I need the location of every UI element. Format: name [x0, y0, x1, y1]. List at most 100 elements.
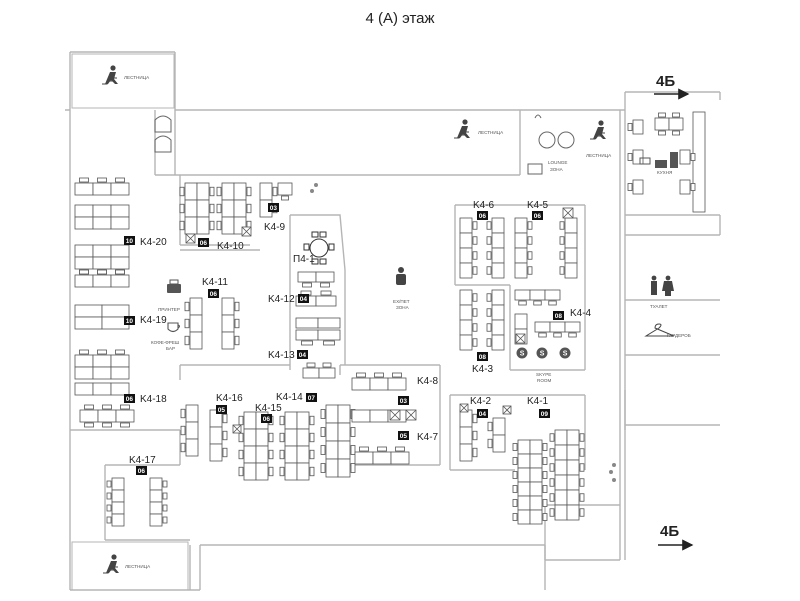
desk [491, 334, 505, 351]
desk [372, 451, 392, 465]
desk [514, 232, 528, 249]
chair [527, 266, 533, 275]
desk [554, 474, 568, 491]
desk [92, 216, 112, 230]
zone-label: K4-5 [527, 200, 549, 211]
badge-bg [297, 350, 308, 359]
desk [92, 256, 112, 270]
chair [359, 446, 369, 452]
desk [554, 444, 568, 461]
desk [337, 458, 351, 478]
desk [74, 244, 94, 258]
chair [377, 446, 387, 452]
desk [74, 274, 94, 288]
desk [92, 182, 112, 196]
zone-label: K4-4 [570, 308, 592, 319]
desk [209, 443, 223, 462]
stairs-boxes [71, 53, 189, 591]
desk [318, 367, 336, 379]
desk [566, 459, 580, 476]
floor-title: 4 (А) этаж [365, 10, 435, 27]
desk [459, 217, 473, 234]
badge-bg [124, 236, 135, 245]
desk [325, 458, 339, 478]
chair [320, 290, 332, 296]
desk [491, 262, 505, 279]
lounge-icon [527, 114, 575, 175]
printer-icon [167, 279, 181, 293]
desk [459, 289, 473, 306]
skype-label-2: ROOM [537, 378, 551, 383]
desk [92, 366, 112, 380]
chair [309, 415, 315, 426]
plant-icons [310, 183, 616, 482]
cabinet-mark [515, 333, 526, 344]
desk [111, 477, 125, 491]
chair [179, 220, 185, 231]
chair [527, 221, 533, 230]
chair [538, 332, 547, 338]
desk [529, 481, 543, 497]
seat-count-badge: 09 [539, 409, 550, 418]
desk [189, 331, 203, 350]
badge-count: 03 [400, 398, 408, 405]
desk [632, 149, 644, 165]
desk [296, 445, 310, 464]
zone-label: K4-13 [268, 350, 295, 361]
lounge-label-1: LOUNGE [548, 160, 567, 165]
chair [579, 493, 585, 502]
chair [542, 485, 548, 493]
chair [486, 236, 492, 245]
badge-count: 06 [126, 396, 134, 403]
zone-k4-1: K4-109 [527, 396, 550, 418]
chair [472, 308, 478, 317]
chair [472, 236, 478, 245]
zone-k4-7: K4-7 05 [398, 431, 439, 443]
chair [512, 485, 518, 493]
meeting-room-label: П4-1 [293, 254, 315, 265]
kitchen-label: КУХНЯ [657, 170, 672, 175]
chair [559, 266, 565, 275]
stairs-icon [102, 65, 118, 85]
chair [472, 293, 478, 302]
chair [395, 446, 405, 452]
chair [180, 408, 186, 419]
desk [337, 422, 351, 442]
desk [529, 289, 546, 301]
desk [564, 232, 578, 249]
chair [472, 447, 478, 458]
exit-label-top: 4Б [656, 73, 675, 90]
skype-icon: S [559, 347, 571, 359]
chair [268, 466, 274, 477]
badge-count: 06 [534, 213, 542, 220]
chair [350, 463, 356, 473]
desk [243, 445, 257, 464]
desk [92, 354, 112, 368]
desk [566, 444, 580, 461]
chair [472, 221, 478, 230]
chair [320, 427, 326, 437]
desk [221, 297, 235, 316]
zone-label: K4-8 [417, 376, 439, 387]
badge-bg [261, 414, 272, 423]
desk [517, 439, 531, 455]
seat-count-badge: 06 [208, 289, 219, 298]
chair [162, 516, 168, 524]
chair [115, 349, 125, 355]
chair [472, 430, 478, 441]
chair [180, 442, 186, 453]
desk [295, 317, 319, 329]
cabinet-mark [459, 403, 469, 413]
toilet-label: ТУАЛЕТ [650, 304, 668, 309]
chair [115, 177, 125, 183]
desk [110, 216, 130, 230]
badge-count: 05 [400, 433, 408, 440]
desk [149, 489, 163, 503]
zone-label: K4-7 [417, 432, 439, 443]
zone-k4-9: K4-903 [264, 203, 286, 233]
badge-count: 04 [300, 296, 308, 303]
desk [529, 453, 543, 469]
desk [209, 426, 223, 445]
